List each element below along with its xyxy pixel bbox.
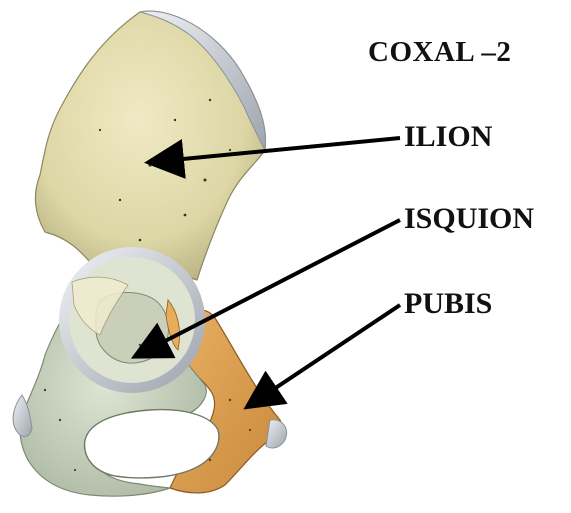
pubic-symphysis-cartilage: [266, 420, 287, 448]
acetabulum: [64, 252, 200, 388]
label-isquion: ISQUION: [404, 204, 534, 234]
ilion-region: [35, 11, 265, 280]
label-pubis: PUBIS: [404, 289, 492, 319]
arrow-pubis: [250, 305, 400, 405]
diagram-title: COXAL –2: [368, 38, 511, 67]
label-ilion: ILION: [404, 122, 492, 152]
